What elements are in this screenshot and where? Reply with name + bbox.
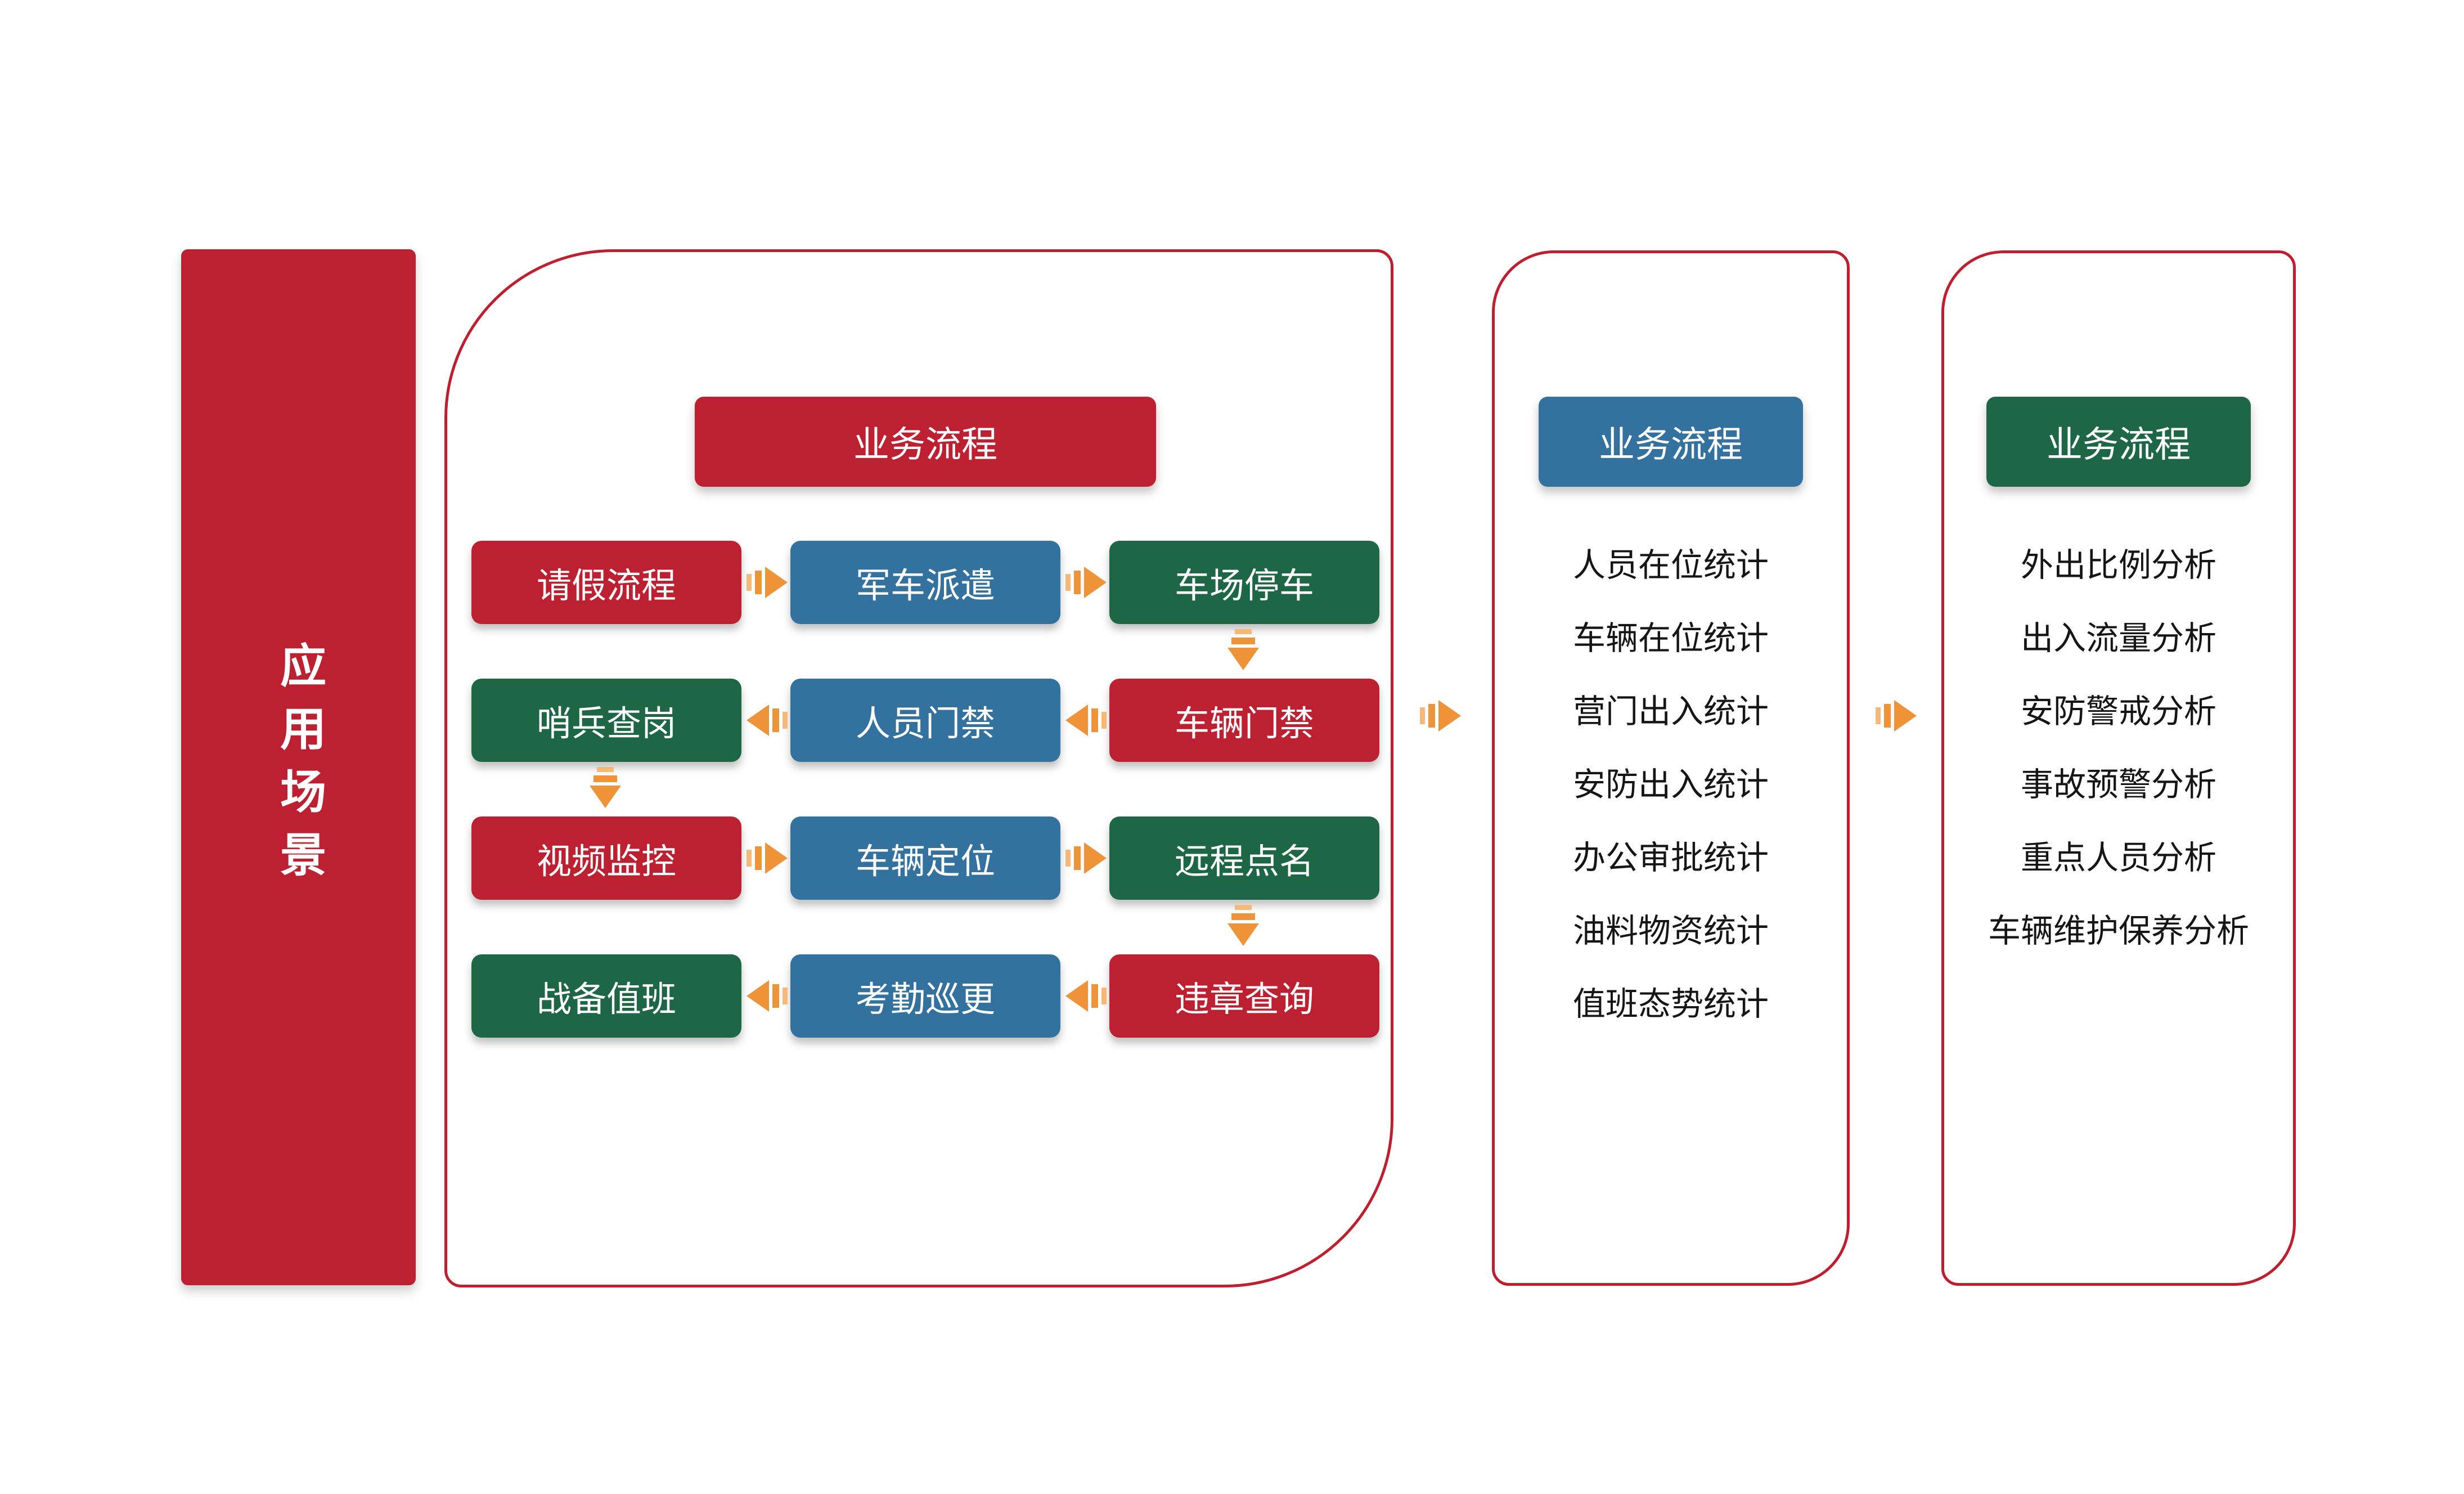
flow-node: 车场停车 [1109,541,1379,624]
list-item: 车辆在位统计 [1572,620,1769,657]
flow-node: 哨兵查岗 [471,679,741,762]
striped-right-arrow-icon [747,842,788,874]
striped-left-arrow-icon [747,980,788,1012]
panel-header-label: 业务流程 [2047,424,2191,465]
list-item: 安防警戒分析 [2020,693,2216,730]
list-item: 外出比例分析 [2020,547,2216,584]
flow-node: 战备值班 [471,954,741,1038]
panel-header-label: 业务流程 [1599,424,1743,465]
sidebar-title: 应用场景 [273,641,325,894]
list-item: 事故预警分析 [2020,766,2216,803]
flow-node: 远程点名 [1109,816,1379,900]
list-item: 办公审批统计 [1572,840,1769,876]
flow-node: 车辆定位 [790,816,1060,900]
striped-left-arrow-icon [1065,705,1107,736]
list-item: 值班态势统计 [1572,986,1769,1022]
flow-node: 人员门禁 [790,679,1060,762]
flow-node: 军车派遣 [790,541,1060,624]
striped-down-arrow-icon [590,767,621,808]
flow-node: 考勤巡更 [790,954,1060,1038]
list-item: 安防出入统计 [1572,766,1769,803]
list-item: 营门出入统计 [1572,693,1769,730]
striped-down-arrow-icon [1227,905,1259,946]
list-item: 出入流量分析 [2020,620,2216,657]
flow-node: 视频监控 [471,816,741,900]
application-scenarios-sidebar: 应用场景 [181,249,416,1285]
flow-node: 车辆门禁 [1109,679,1379,762]
flow-node: 请假流程 [471,541,741,624]
list-item: 人员在位统计 [1572,547,1769,584]
panel-header: 业务流程 [1986,397,2251,487]
striped-left-arrow-icon [1065,980,1107,1012]
list-item: 车辆维护保养分析 [1988,913,2249,949]
statistics-list: 人员在位统计 车辆在位统计 营门出入统计 安防出入统计 办公审批统计 油料物资统… [1492,529,1850,1041]
striped-right-arrow-icon [1065,842,1107,874]
striped-left-arrow-icon [747,705,788,736]
panel-header-label: 业务流程 [853,424,997,465]
striped-right-arrow-icon [1420,700,1461,732]
flow-node: 违章查询 [1109,954,1379,1038]
list-item: 重点人员分析 [2020,840,2216,876]
striped-right-arrow-icon [1876,700,1917,732]
striped-right-arrow-icon [1065,567,1107,598]
striped-right-arrow-icon [747,567,788,598]
analysis-list: 外出比例分析 出入流量分析 安防警戒分析 事故预警分析 重点人员分析 车辆维护保… [1941,529,2296,968]
list-item: 油料物资统计 [1572,913,1769,949]
panel-header: 业务流程 [695,397,1156,487]
panel-header: 业务流程 [1539,397,1803,487]
striped-down-arrow-icon [1227,629,1259,670]
